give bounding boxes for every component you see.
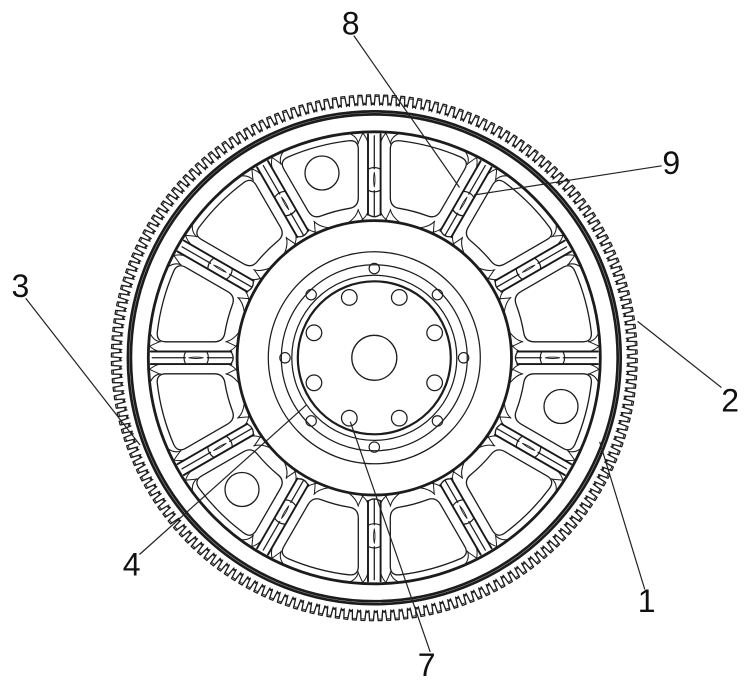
svg-text:8: 8 <box>342 5 360 41</box>
svg-text:9: 9 <box>662 145 680 181</box>
svg-text:1: 1 <box>638 583 656 619</box>
svg-text:4: 4 <box>123 546 141 582</box>
svg-text:2: 2 <box>721 383 739 419</box>
svg-text:7: 7 <box>418 647 436 683</box>
svg-text:3: 3 <box>12 268 30 304</box>
